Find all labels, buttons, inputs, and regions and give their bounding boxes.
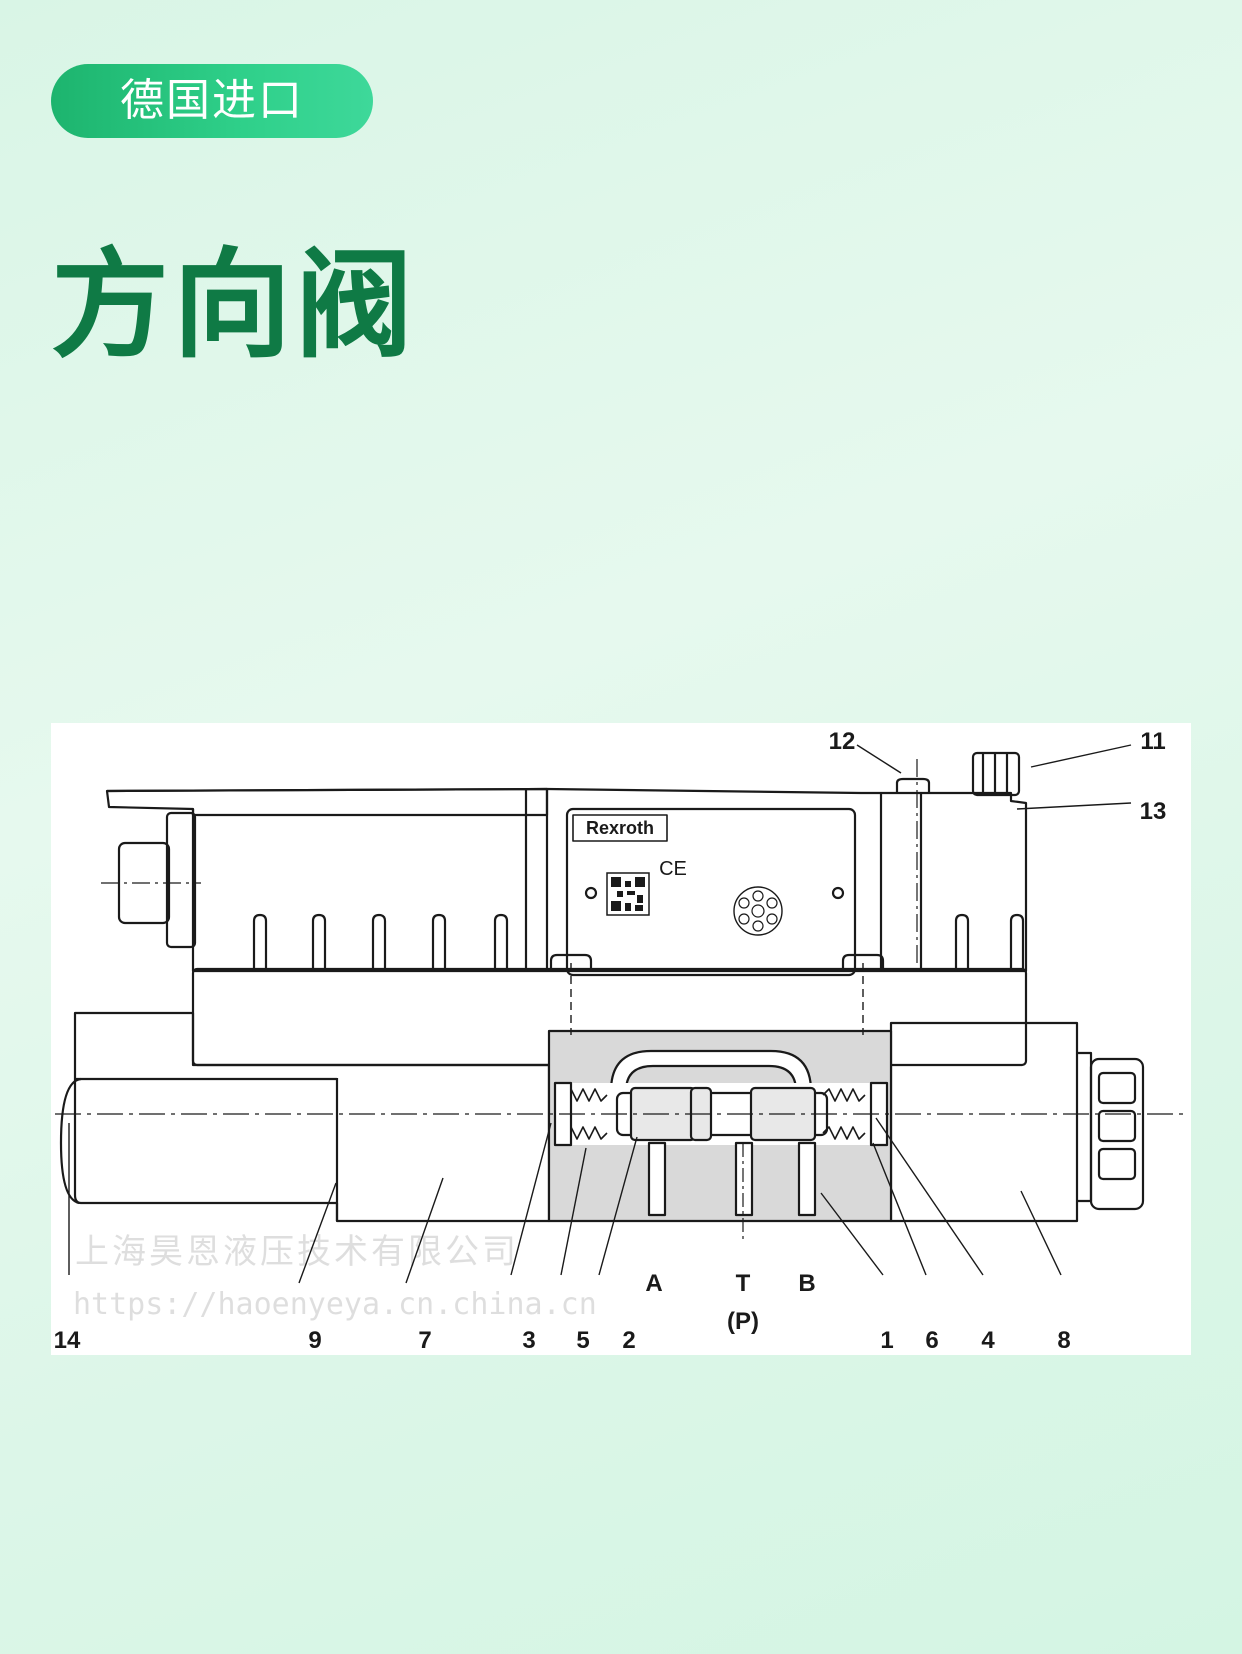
qr-code — [606, 872, 650, 916]
callout-4: 4 — [981, 1327, 995, 1354]
callout-6: 6 — [925, 1327, 938, 1354]
callout-11: 11 — [1140, 728, 1165, 755]
valve-diagram: Rexroth CE A T B (P) 14 9 7 3 5 2 1 6 4 … — [51, 723, 1191, 1355]
callout-8: 8 — [1057, 1327, 1070, 1354]
callout-7: 7 — [418, 1327, 431, 1354]
callout-12: 12 — [829, 728, 856, 755]
ce-mark: CE — [659, 858, 687, 880]
port-a-label: A — [645, 1270, 662, 1297]
page-title: 方向阀 — [51, 236, 418, 374]
callout-leaders — [68, 744, 1132, 1284]
import-badge: 德国进口 — [51, 64, 373, 138]
port-t-label: T — [736, 1270, 751, 1297]
nameplate — [565, 807, 857, 977]
watermark-url: https://haoenyeya.cn.china.cn — [73, 1287, 597, 1322]
watermark-company: 上海昊恩液压技术有限公司 — [75, 1232, 519, 1272]
callout-5: 5 — [576, 1327, 589, 1354]
top-cover — [105, 751, 1028, 973]
port-b-label: B — [798, 1270, 815, 1297]
callout-9: 9 — [308, 1327, 321, 1354]
valve-body — [547, 1029, 893, 1223]
callout-1: 1 — [880, 1327, 893, 1354]
callout-13: 13 — [1140, 798, 1167, 825]
brand-label: Rexroth — [586, 818, 654, 838]
right-solenoid — [889, 1021, 1145, 1223]
port-p-label: (P) — [727, 1308, 759, 1335]
callout-3: 3 — [522, 1327, 535, 1354]
callout-14: 14 — [54, 1327, 81, 1354]
callout-2: 2 — [622, 1327, 635, 1354]
left-solenoid — [59, 1011, 551, 1223]
left-connector — [101, 811, 201, 949]
